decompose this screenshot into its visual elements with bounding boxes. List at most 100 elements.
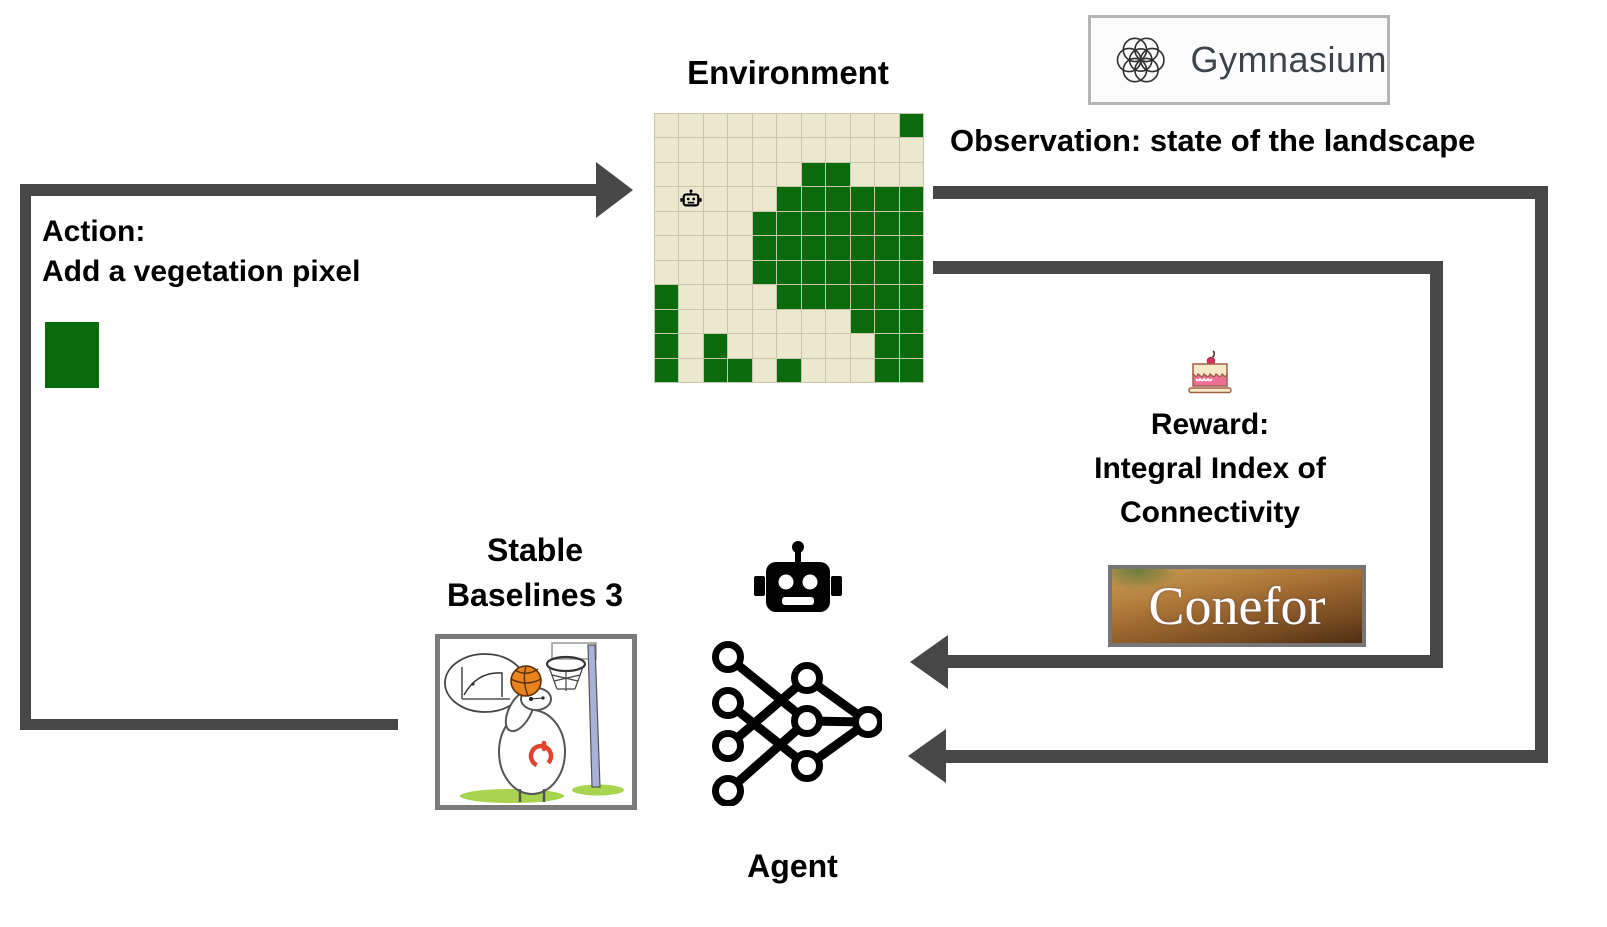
gymnasium-flower-icon: [1116, 37, 1165, 83]
vegetation-cell: [899, 114, 923, 138]
vegetation-cell: [899, 358, 923, 382]
soil-cell: [679, 358, 703, 382]
soil-cell: [826, 358, 850, 382]
vegetation-cell: [655, 358, 679, 382]
vegetation-cell: [655, 285, 679, 309]
reward-arrow-line-bottom: [944, 655, 1443, 668]
robot-icon: [752, 540, 844, 620]
soil-cell: [679, 114, 703, 138]
soil-cell: [655, 162, 679, 187]
reward-label-line2: Integral Index of: [1094, 452, 1326, 485]
gymnasium-label: Gymnasium: [1190, 39, 1387, 80]
soil-cell: [728, 309, 752, 334]
conefor-label: Conefor: [1148, 576, 1326, 636]
soil-cell: [728, 114, 752, 138]
environment-grid: [654, 113, 924, 383]
soil-cell: [679, 334, 703, 358]
vegetation-cell: [899, 260, 923, 285]
soil-cell: [826, 114, 850, 138]
vegetation-cell: [826, 162, 850, 187]
vegetation-cell: [875, 187, 899, 211]
soil-cell: [655, 236, 679, 260]
soil-cell: [655, 114, 679, 138]
vegetation-cell: [850, 236, 875, 260]
vegetation-cell: [728, 358, 752, 382]
vegetation-cell: [875, 309, 899, 334]
soil-cell: [850, 138, 875, 162]
reward-arrow-line-right: [1430, 261, 1443, 668]
vegetation-cell: [801, 162, 826, 187]
soil-cell: [655, 260, 679, 285]
action-arrow-line-bottom: [20, 719, 398, 730]
vegetation-cell: [899, 334, 923, 358]
reward-label-line1: Reward:: [1150, 408, 1270, 441]
observation-arrow-line-top: [933, 186, 1548, 199]
soil-cell: [703, 187, 728, 211]
sb3-label: Stable Baselines 3: [400, 528, 670, 618]
reward-arrowhead-icon: [910, 635, 948, 689]
soil-cell: [728, 162, 752, 187]
observation-arrow-line-bottom: [942, 750, 1548, 763]
soil-cell: [679, 187, 703, 211]
observation-arrow-line-right: [1535, 186, 1548, 763]
observation-label: Observation: state of the landscape: [950, 123, 1476, 158]
soil-cell: [752, 138, 777, 162]
observation-arrowhead-icon: [908, 729, 946, 783]
reward-label-line3: Connectivity: [1119, 496, 1301, 529]
soil-cell: [777, 162, 801, 187]
soil-cell: [801, 309, 826, 334]
action-label-line1: Action:: [42, 215, 146, 248]
vegetation-cell: [899, 211, 923, 236]
action-label-line2: Add a vegetation pixel: [42, 255, 361, 288]
vegetation-cell: [875, 211, 899, 236]
soil-cell: [875, 138, 899, 162]
soil-cell: [703, 285, 728, 309]
soil-cell: [703, 236, 728, 260]
vegetation-cell: [655, 334, 679, 358]
environment-title: Environment: [687, 54, 889, 91]
gymnasium-logo: Gymnasium: [1088, 15, 1390, 105]
soil-cell: [752, 309, 777, 334]
sb3-label-line2: Baselines 3: [446, 577, 624, 613]
vegetation-cell: [826, 236, 850, 260]
vegetation-cell: [826, 285, 850, 309]
vegetation-cell: [703, 358, 728, 382]
soil-cell: [899, 138, 923, 162]
vegetation-cell: [899, 187, 923, 211]
vegetation-pixel-swatch: [45, 322, 99, 388]
vegetation-cell: [875, 285, 899, 309]
baymax-basketball-illustration: [435, 634, 637, 810]
conefor-logo: Conefor: [1108, 565, 1366, 647]
soil-cell: [728, 236, 752, 260]
vegetation-cell: [899, 309, 923, 334]
neural-network-icon: [712, 641, 882, 806]
soil-cell: [777, 309, 801, 334]
soil-cell: [752, 358, 777, 382]
vegetation-cell: [777, 187, 801, 211]
soil-cell: [679, 211, 703, 236]
vegetation-cell: [826, 260, 850, 285]
soil-cell: [752, 114, 777, 138]
vegetation-cell: [801, 236, 826, 260]
vegetation-cell: [777, 285, 801, 309]
vegetation-cell: [850, 187, 875, 211]
soil-cell: [826, 334, 850, 358]
soil-cell: [777, 114, 801, 138]
vegetation-cell: [777, 260, 801, 285]
soil-cell: [875, 162, 899, 187]
soil-cell: [850, 334, 875, 358]
vegetation-cell: [875, 358, 899, 382]
soil-cell: [850, 162, 875, 187]
vegetation-cell: [777, 211, 801, 236]
soil-cell: [655, 187, 679, 211]
soil-cell: [850, 114, 875, 138]
soil-cell: [728, 211, 752, 236]
soil-cell: [679, 285, 703, 309]
soil-cell: [777, 334, 801, 358]
vegetation-cell: [899, 285, 923, 309]
soil-cell: [728, 138, 752, 162]
vegetation-cell: [801, 260, 826, 285]
soil-cell: [826, 309, 850, 334]
soil-cell: [875, 114, 899, 138]
soil-cell: [752, 334, 777, 358]
